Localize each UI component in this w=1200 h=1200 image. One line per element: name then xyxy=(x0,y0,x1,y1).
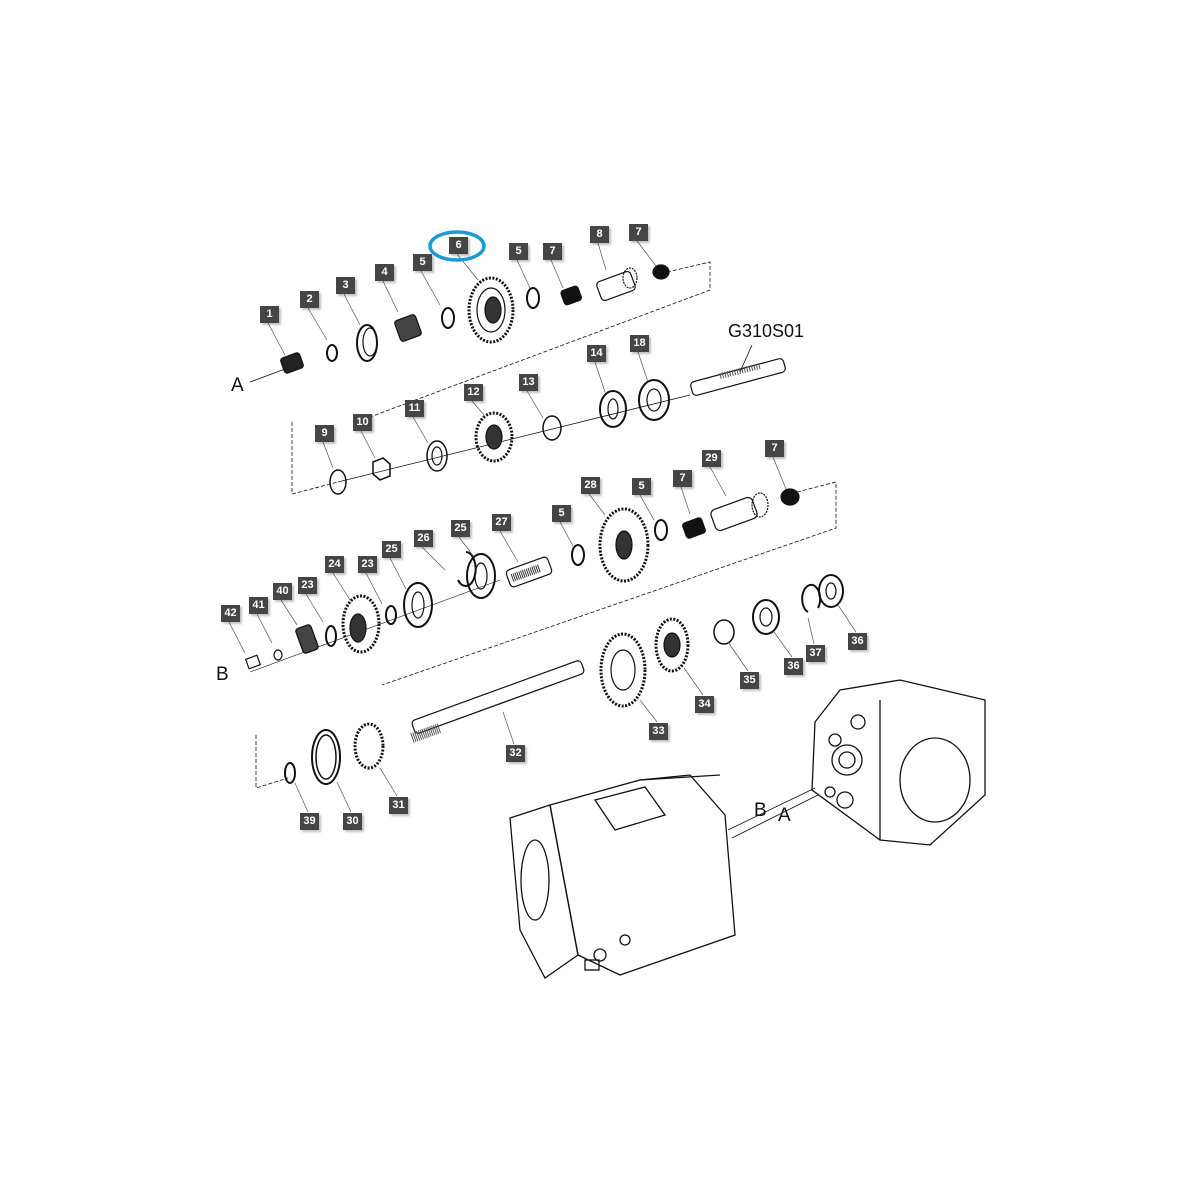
callout-part-36[interactable]: 36 xyxy=(848,633,867,650)
callout-part-5[interactable]: 5 xyxy=(509,243,528,260)
callout-part-31[interactable]: 31 xyxy=(389,797,408,814)
callout-part-27[interactable]: 27 xyxy=(492,514,511,531)
callout-part-39[interactable]: 39 xyxy=(300,813,319,830)
connector-a-label: A xyxy=(231,375,244,396)
callout-part-37[interactable]: 37 xyxy=(806,645,825,662)
rear-housing-icon xyxy=(811,679,986,846)
callout-part-8[interactable]: 8 xyxy=(590,226,609,243)
callout-part-35[interactable]: 35 xyxy=(740,672,759,689)
main-shaft-icon xyxy=(410,660,585,743)
callout-part-23[interactable]: 23 xyxy=(298,577,317,594)
callout-part-40[interactable]: 40 xyxy=(273,583,292,600)
callout-part-11[interactable]: 11 xyxy=(405,400,424,417)
callout-part-9[interactable]: 9 xyxy=(315,425,334,442)
callout-part-23[interactable]: 23 xyxy=(358,556,377,573)
callout-part-5[interactable]: 5 xyxy=(413,254,432,271)
callout-part-7[interactable]: 7 xyxy=(543,243,562,260)
callout-part-2[interactable]: 2 xyxy=(300,291,319,308)
callout-part-7[interactable]: 7 xyxy=(673,470,692,487)
front-housing-icon xyxy=(509,774,736,979)
callout-part-24[interactable]: 24 xyxy=(325,556,344,573)
callout-part-7[interactable]: 7 xyxy=(629,224,648,241)
callout-part-41[interactable]: 41 xyxy=(249,597,268,614)
callout-part-13[interactable]: 13 xyxy=(519,374,538,391)
callout-part-5[interactable]: 5 xyxy=(632,478,651,495)
callout-part-36[interactable]: 36 xyxy=(784,658,803,675)
callout-part-32[interactable]: 32 xyxy=(506,745,525,762)
callout-part-6[interactable]: 6 xyxy=(449,237,468,254)
assembly-code: G310S01 xyxy=(728,321,805,341)
callout-part-34[interactable]: 34 xyxy=(695,696,714,713)
needle-bearing-icon xyxy=(280,352,304,374)
callout-part-5[interactable]: 5 xyxy=(552,505,571,522)
callout-part-26[interactable]: 26 xyxy=(414,530,433,547)
connector-b-housing-label: B xyxy=(754,800,767,821)
callout-part-30[interactable]: 30 xyxy=(343,813,362,830)
callout-part-25[interactable]: 25 xyxy=(382,541,401,558)
callout-part-3[interactable]: 3 xyxy=(336,277,355,294)
callout-part-7[interactable]: 7 xyxy=(765,440,784,457)
shaft-icon xyxy=(690,358,786,396)
callout-part-12[interactable]: 12 xyxy=(464,384,483,401)
callout-part-33[interactable]: 33 xyxy=(649,723,668,740)
callout-part-1[interactable]: 1 xyxy=(260,306,279,323)
connector-a-housing-label: A xyxy=(778,805,791,826)
callout-part-29[interactable]: 29 xyxy=(702,450,721,467)
callout-part-28[interactable]: 28 xyxy=(581,477,600,494)
callout-part-42[interactable]: 42 xyxy=(221,605,240,622)
callout-part-25[interactable]: 25 xyxy=(451,520,470,537)
callout-part-10[interactable]: 10 xyxy=(353,414,372,431)
callout-part-18[interactable]: 18 xyxy=(630,335,649,352)
callout-part-14[interactable]: 14 xyxy=(587,345,606,362)
highlight-ring xyxy=(428,230,486,262)
connector-b-label: B xyxy=(216,664,229,685)
callout-part-4[interactable]: 4 xyxy=(375,264,394,281)
